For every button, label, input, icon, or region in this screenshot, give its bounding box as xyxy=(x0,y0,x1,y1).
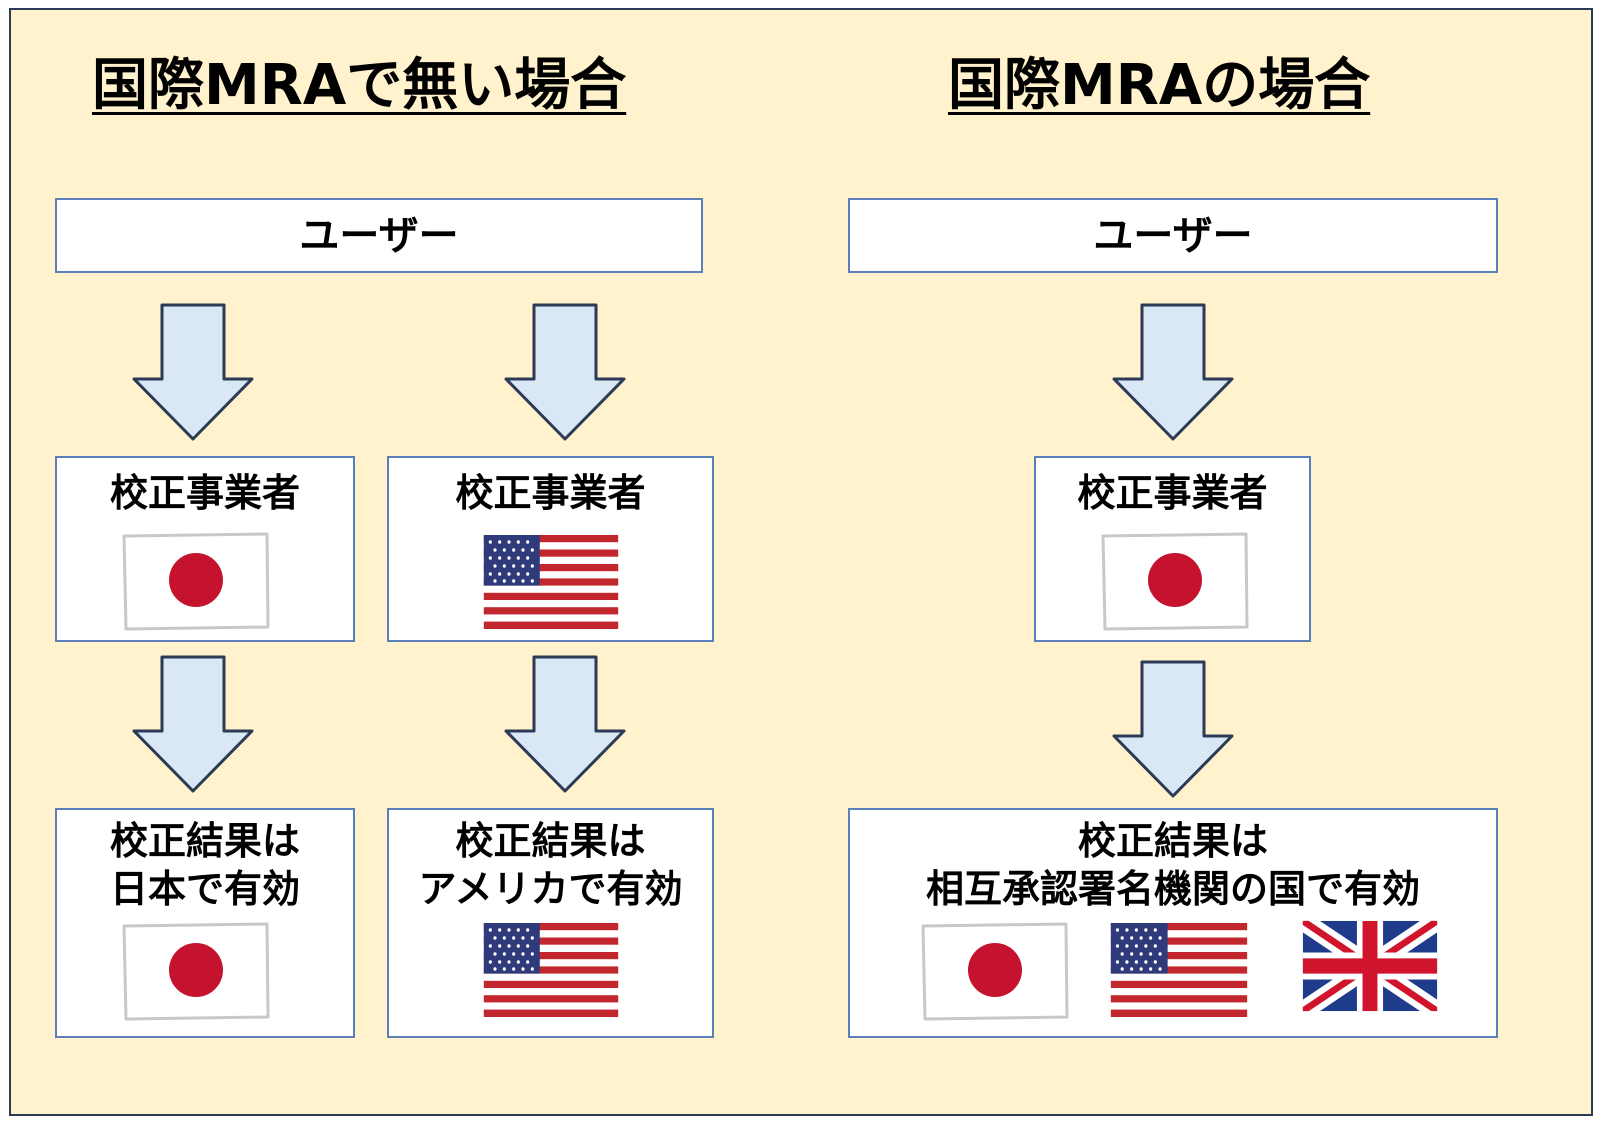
result-line2: 日本で有効 xyxy=(109,866,300,911)
result-line1: 校正結果は xyxy=(455,819,646,863)
usa-flag-icon xyxy=(1108,920,1250,1020)
result-line2: アメリカで有効 xyxy=(418,866,683,911)
right-heading: 国際MRAの場合 xyxy=(948,53,1371,118)
japan-flag-icon xyxy=(121,922,271,1022)
usa-flag-icon xyxy=(481,532,621,632)
user-label: ユーザー xyxy=(299,212,459,259)
result-text: 校正結果は 相互承認署名機関の国で有効 xyxy=(850,818,1496,913)
left-heading: 国際MRAで無い場合 xyxy=(92,53,627,118)
user-label: ユーザー xyxy=(1093,212,1253,259)
result-box-japan: 校正結果は 日本で有効 xyxy=(55,808,355,1038)
result-line1: 校正結果は xyxy=(109,819,300,863)
down-arrow-icon xyxy=(502,303,628,443)
result-text: 校正結果は アメリカで有効 xyxy=(389,818,712,913)
down-arrow-icon xyxy=(130,655,256,795)
provider-title: 校正事業者 xyxy=(1077,471,1268,515)
result-box-usa: 校正結果は アメリカで有効 xyxy=(387,808,714,1038)
provider-title: 校正事業者 xyxy=(455,471,646,515)
down-arrow-icon xyxy=(130,303,256,443)
user-box-left: ユーザー xyxy=(55,198,703,273)
provider-box-japan: 校正事業者 xyxy=(55,456,355,642)
user-box-right: ユーザー xyxy=(848,198,1498,273)
result-text: 校正結果は 日本で有効 xyxy=(57,818,353,913)
down-arrow-icon xyxy=(1110,660,1236,800)
usa-flag-icon xyxy=(481,920,621,1020)
japan-flag-icon xyxy=(1100,532,1250,632)
provider-box-japan: 校正事業者 xyxy=(1034,456,1311,642)
provider-title: 校正事業者 xyxy=(109,471,300,515)
uk-flag-icon xyxy=(1300,918,1440,1014)
result-box-mra: 校正結果は 相互承認署名機関の国で有効 xyxy=(848,808,1498,1038)
down-arrow-icon xyxy=(502,655,628,795)
provider-box-usa: 校正事業者 xyxy=(387,456,714,642)
result-line2: 相互承認署名機関の国で有効 xyxy=(925,866,1420,911)
down-arrow-icon xyxy=(1110,303,1236,443)
japan-flag-icon xyxy=(121,532,271,632)
japan-flag-icon xyxy=(920,922,1070,1022)
result-line1: 校正結果は xyxy=(1077,819,1268,863)
